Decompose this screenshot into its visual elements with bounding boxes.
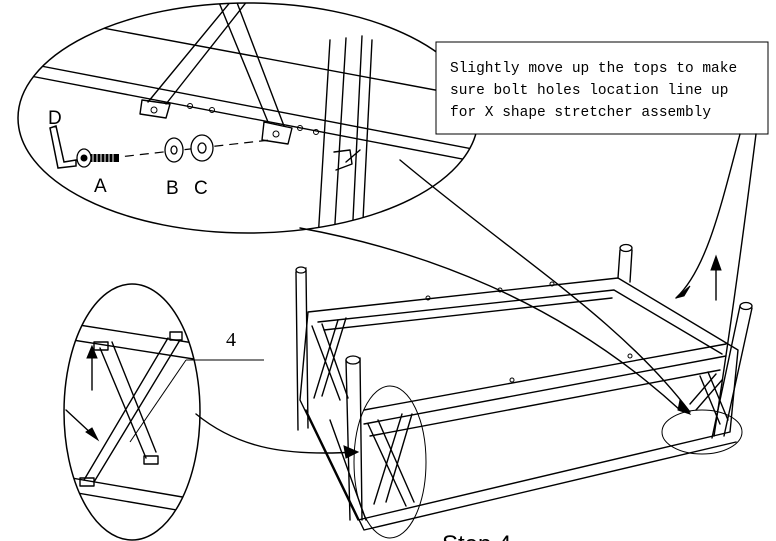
callout-line-3: for X shape stretcher assembly bbox=[450, 105, 711, 121]
part-number-label: 4 bbox=[226, 329, 236, 351]
callout-line-2: sure bolt holes location line up bbox=[450, 83, 728, 99]
top-detail-zoom: D A B C bbox=[17, 2, 479, 234]
part-label-b: B bbox=[166, 178, 179, 199]
step-label: Step 4 bbox=[442, 531, 511, 541]
left-detail-zoom bbox=[63, 283, 201, 541]
callout-line-1: Slightly move up the tops to make bbox=[450, 61, 737, 77]
part-label-d: D bbox=[48, 108, 62, 129]
part-number-callout: 4 bbox=[129, 329, 264, 443]
callout-pointer bbox=[675, 133, 741, 299]
part-label-a: A bbox=[94, 176, 107, 197]
instruction-callout: Slightly move up the tops to make sure b… bbox=[435, 41, 769, 135]
zoom-connector-left bbox=[195, 413, 357, 454]
part-label-c: C bbox=[194, 178, 208, 199]
table-main-view bbox=[295, 243, 753, 539]
zoom-connector-top bbox=[299, 227, 681, 411]
